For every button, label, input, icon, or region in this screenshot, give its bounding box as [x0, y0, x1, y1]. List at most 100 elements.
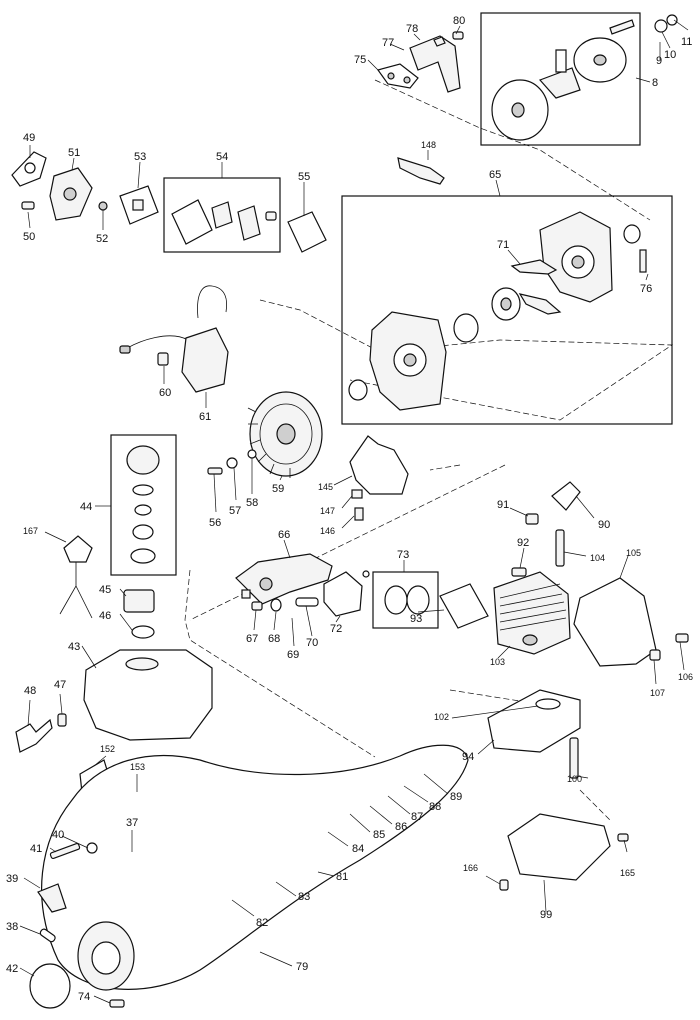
- pin-38-part: [39, 928, 56, 943]
- fuel-tank-part: [83, 649, 213, 741]
- callout-87: 87: [411, 811, 423, 823]
- crankcase-part: [348, 211, 647, 411]
- callout-74: 74: [78, 991, 90, 1003]
- callout-56: 56: [209, 517, 221, 529]
- callout-92: 92: [517, 537, 529, 549]
- callout-55: 55: [298, 171, 310, 183]
- callout-93: 93: [410, 613, 422, 625]
- clutch-bracket-part: [377, 31, 464, 93]
- callout-54: 54: [216, 151, 228, 163]
- muffler-gasket-part: [535, 698, 561, 710]
- callout-61: 61: [199, 411, 211, 423]
- crankshaft-part: [235, 553, 333, 605]
- reed-valve-parts: [171, 199, 277, 245]
- callout-86: 86: [395, 821, 407, 833]
- flywheel-washer: [226, 457, 238, 469]
- fuel-cap-kit-box: [110, 434, 177, 576]
- muffler-cover-screw: [617, 833, 629, 842]
- spark-plug-parts: [511, 481, 581, 577]
- cover-screw-107: [649, 649, 661, 661]
- cylinder-gasket-part: [439, 583, 489, 629]
- callout-42: 42: [6, 963, 18, 975]
- muffler-bolt: [569, 737, 579, 779]
- handle-39-part: [37, 883, 67, 913]
- fan-center: [91, 941, 121, 975]
- callout-39: 39: [6, 873, 18, 885]
- callout-11: 11: [681, 36, 692, 48]
- callout-148: 148: [421, 140, 436, 150]
- callout-71: 71: [497, 239, 509, 251]
- bracket-bolt: [354, 507, 364, 521]
- cylinder-cover-part: [573, 577, 657, 667]
- callout-69: 69: [287, 649, 299, 661]
- callout-99: 99: [540, 909, 552, 921]
- callout-65: 65: [489, 169, 501, 181]
- callout-53: 53: [134, 151, 146, 163]
- leader-lines: [19, 19, 689, 1004]
- callout-104: 104: [590, 553, 605, 563]
- callout-152: 152: [100, 744, 115, 754]
- piston-rings-part: [384, 585, 430, 615]
- muffler-cover-screw-166: [499, 879, 509, 891]
- callout-103: 103: [490, 657, 505, 667]
- callout-8: 8: [652, 77, 658, 89]
- callout-167: 167: [23, 526, 38, 536]
- callout-102: 102: [434, 712, 449, 722]
- callout-85: 85: [373, 829, 385, 841]
- callout-66: 66: [278, 529, 290, 541]
- muffler-cover-part: [507, 813, 611, 881]
- callout-153: 153: [130, 762, 145, 772]
- cylinder-part: [493, 571, 571, 655]
- callout-70: 70: [306, 637, 318, 649]
- callout-105: 105: [626, 548, 641, 558]
- tank-gasket-part: [131, 625, 155, 639]
- callout-68: 68: [268, 633, 280, 645]
- callout-80: 80: [453, 15, 465, 27]
- starter-case-part: [41, 744, 469, 990]
- callout-73: 73: [397, 549, 409, 561]
- strainer-part: [123, 589, 155, 613]
- callout-81: 81: [336, 871, 348, 883]
- screw-74-part: [109, 999, 125, 1008]
- callout-60: 60: [159, 387, 171, 399]
- callout-107: 107: [650, 688, 665, 698]
- bracket-148-part: [397, 157, 445, 185]
- flywheel-screw: [207, 467, 223, 475]
- callout-50: 50: [23, 231, 35, 243]
- callout-77: 77: [382, 37, 394, 49]
- callout-147: 147: [320, 506, 335, 516]
- callout-58: 58: [246, 497, 258, 509]
- piston-ring-set-box: [372, 571, 439, 629]
- callout-76: 76: [640, 283, 652, 295]
- callout-43: 43: [68, 641, 80, 653]
- callout-9: 9: [656, 55, 662, 67]
- callout-91: 91: [497, 499, 509, 511]
- callout-40: 40: [52, 829, 64, 841]
- fuel-cap-parts: [126, 445, 160, 564]
- callout-82: 82: [256, 917, 268, 929]
- callout-47: 47: [54, 679, 66, 691]
- callout-57: 57: [229, 505, 241, 517]
- callout-37: 37: [126, 817, 138, 829]
- callout-38: 38: [6, 921, 18, 933]
- muffler-part: [487, 689, 581, 753]
- fuel-joint-part: [57, 713, 67, 727]
- callout-79: 79: [296, 961, 308, 973]
- callout-48: 48: [24, 685, 36, 697]
- callout-52: 52: [96, 233, 108, 245]
- clutch-drum-part: [491, 14, 678, 141]
- callout-89: 89: [450, 791, 462, 803]
- callout-75: 75: [354, 54, 366, 66]
- callout-49: 49: [23, 132, 35, 144]
- washer-40-part: [86, 842, 98, 854]
- callout-88: 88: [429, 801, 441, 813]
- callout-165: 165: [620, 868, 635, 878]
- callout-59: 59: [272, 483, 284, 495]
- callout-72: 72: [330, 623, 342, 635]
- bracket-nut: [351, 489, 363, 499]
- callout-10: 10: [664, 49, 676, 61]
- callout-67: 67: [246, 633, 258, 645]
- cap-42-part: [29, 963, 71, 1009]
- piston-parts: [251, 570, 370, 617]
